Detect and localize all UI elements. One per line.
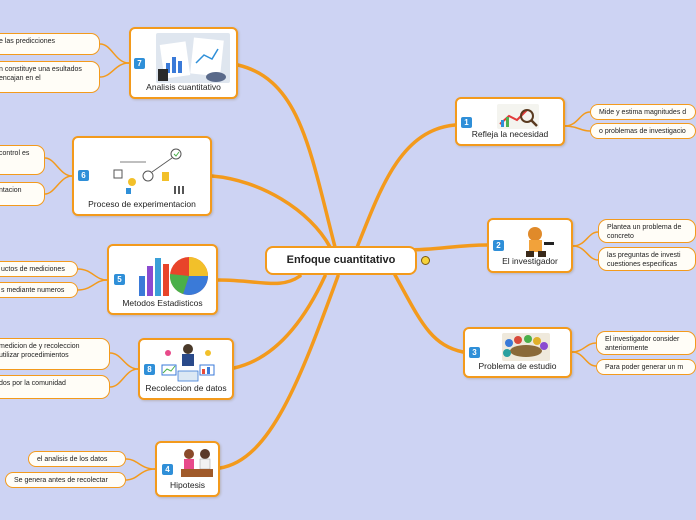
badge-5: 5	[114, 274, 125, 285]
branch-title: El investigador	[502, 256, 558, 266]
badge-7: 7	[134, 58, 145, 69]
leaf-3-1[interactable]: El investigador consider anteriormente	[596, 331, 696, 355]
badge-1: 1	[461, 117, 472, 128]
magnifier-chart-icon	[497, 104, 539, 129]
branch-node-6[interactable]: Proceso de experimentacion	[72, 136, 212, 216]
leaf-7-1[interactable]: e las predicciones	[0, 33, 100, 55]
leaf-4-1[interactable]: el analisis de los datos	[28, 451, 126, 467]
analysis-papers-icon	[156, 33, 230, 83]
leaf-6-2[interactable]: ntacion	[0, 182, 45, 206]
leaf-5-2[interactable]: s mediante numeros	[0, 282, 78, 298]
leaf-8-1[interactable]: medicion de y recoleccion utilizar proce…	[0, 338, 110, 370]
leaf-8-2[interactable]: dos por la comunidad	[0, 375, 110, 399]
branch-title: Metodos Estadisticos	[122, 298, 203, 308]
leaf-3-2[interactable]: Para poder generar un m	[596, 359, 696, 375]
branch-node-5[interactable]: Metodos Estadisticos	[107, 244, 218, 315]
cartoon-character-icon	[517, 224, 559, 258]
process-diagram-icon	[112, 142, 188, 198]
pie-bar-chart-icon	[135, 250, 211, 298]
two-people-icon	[178, 447, 216, 479]
branch-node-1[interactable]: Refleja la necesidad	[455, 97, 565, 146]
leaf-5-1[interactable]: uctos de mediciones	[0, 261, 78, 277]
leaf-1-2[interactable]: o problemas de investigacio	[590, 123, 696, 139]
badge-3: 3	[469, 347, 480, 358]
branch-node-4[interactable]: Hipotesis	[155, 441, 220, 497]
leaf-7-2[interactable]: n constituye una esultados encajan en el	[0, 61, 100, 93]
leaf-4-2[interactable]: Se genera antes de recolectar	[5, 472, 126, 488]
leaf-2-1[interactable]: Plantea un problema de concreto	[598, 219, 696, 243]
badge-2: 2	[493, 240, 504, 251]
branch-node-3[interactable]: Problema de estudio	[463, 327, 572, 378]
leaf-1-1[interactable]: Mide y estima magnitudes d	[590, 104, 696, 120]
collapse-toggle-icon[interactable]	[421, 256, 430, 265]
branch-node-2[interactable]: El investigador	[487, 218, 573, 273]
branch-title: Proceso de experimentacion	[88, 199, 196, 209]
badge-6: 6	[78, 170, 89, 181]
branch-title: Problema de estudio	[478, 361, 557, 371]
branch-title: Hipotesis	[170, 480, 205, 490]
badge-4: 4	[162, 464, 173, 475]
leaf-6-1[interactable]: control es	[0, 145, 45, 175]
branch-title: Analisis cuantitativo	[146, 82, 221, 92]
group-people-icon	[502, 333, 550, 361]
central-topic[interactable]: Enfoque cuantitativo	[265, 246, 417, 275]
branch-node-7[interactable]: Analisis cuantitativo	[129, 27, 238, 99]
badge-8: 8	[144, 364, 155, 375]
leaf-2-2[interactable]: las preguntas de investi cuestiones espe…	[598, 247, 696, 271]
presenter-icon	[160, 343, 216, 383]
branch-title: Refleja la necesidad	[471, 129, 549, 139]
branch-title: Recoleccion de datos	[145, 383, 227, 393]
